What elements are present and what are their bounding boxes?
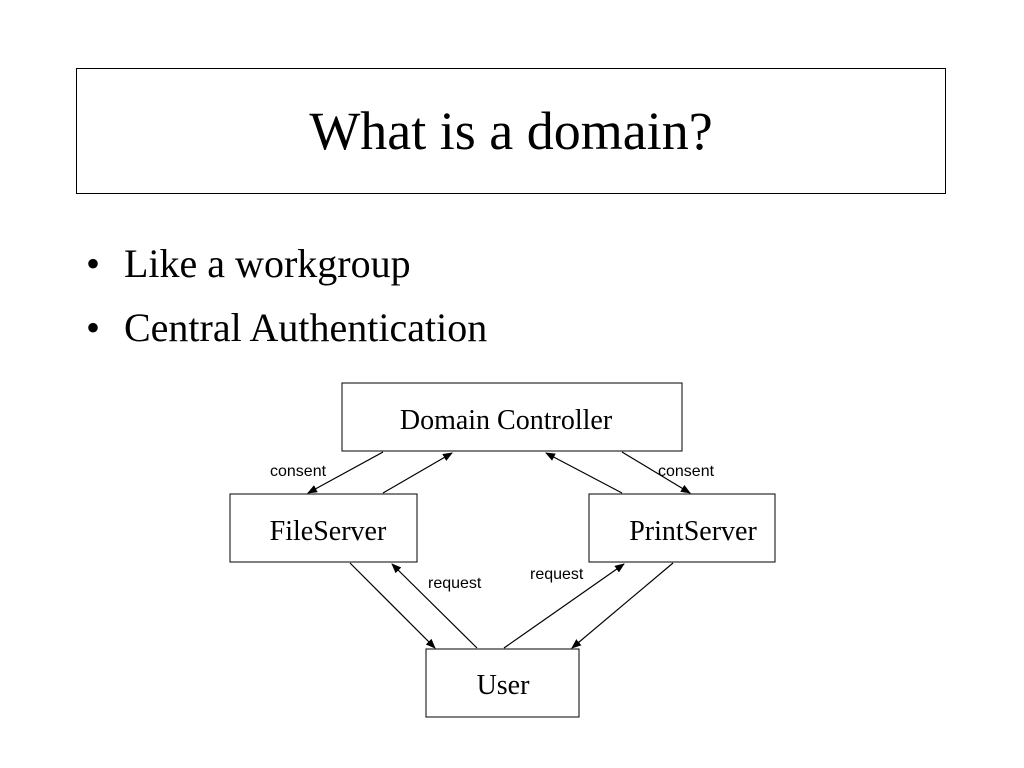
bullet-icon: • (86, 241, 101, 286)
arrow-fileserver-to-dc (382, 452, 453, 494)
node-domain-controller: Domain Controller (341, 382, 683, 452)
node-file-server: FileServer (229, 493, 418, 563)
arrow-printserver-to-dc (545, 452, 623, 494)
arrow-dc-to-printserver (621, 451, 691, 494)
edge-label-request-left: request (428, 575, 482, 592)
node-label-file-server: FileServer (270, 516, 387, 547)
node-print-server: PrintServer (588, 493, 776, 563)
slide-title: What is a domain? (309, 101, 713, 161)
bullet-list: • Like a workgroup • Central Authenticat… (86, 232, 487, 360)
node-user: User (425, 648, 580, 718)
edge-label-consent-right: consent (658, 463, 715, 480)
arrow-user-to-printserver (503, 563, 625, 649)
arrow-printserver-to-user (571, 562, 674, 649)
bullet-item-authentication: • Central Authentication (86, 296, 487, 360)
arrow-fileserver-to-user (349, 562, 436, 649)
node-label-print-server: PrintServer (629, 516, 757, 547)
edge-label-request-right: request (530, 566, 584, 583)
arrow-dc-to-fileserver (307, 451, 384, 494)
node-label-domain-controller: Domain Controller (400, 405, 613, 436)
edge-label-consent-left: consent (270, 463, 327, 480)
slide-title-box: What is a domain? (76, 68, 946, 194)
arrow-user-to-fileserver (391, 563, 478, 649)
bullet-icon: • (86, 305, 101, 350)
node-label-user: User (477, 670, 531, 701)
bullet-item-workgroup: • Like a workgroup (86, 232, 487, 296)
bullet-text: Like a workgroup (124, 241, 411, 286)
bullet-text: Central Authentication (124, 305, 488, 350)
